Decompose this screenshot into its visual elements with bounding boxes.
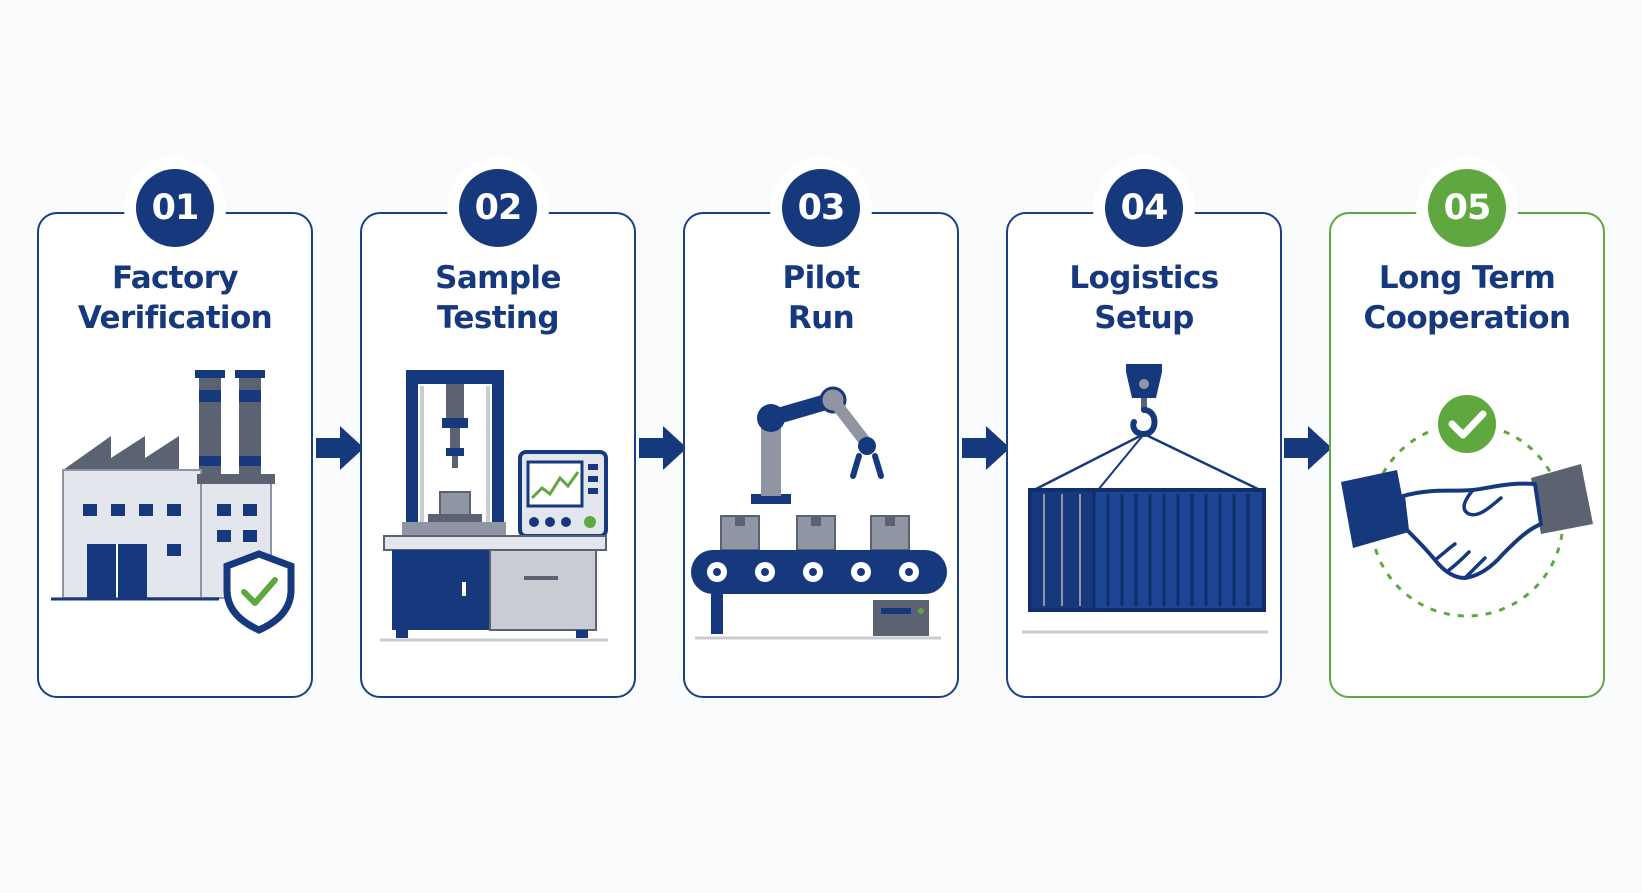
step-number-badge: 02 <box>459 169 537 247</box>
crane-container-icon <box>1022 364 1268 634</box>
factory-shield-icon <box>51 370 295 634</box>
step-title: Pilot Run <box>685 258 957 338</box>
next-step-arrow-icon <box>639 426 687 470</box>
step-number: 04 <box>1120 188 1169 228</box>
step-title: Sample Testing <box>362 258 634 338</box>
step-number-badge: 04 <box>1105 169 1183 247</box>
testing-machine-icon <box>380 370 608 642</box>
step-card-logistics-setup: 04 Logistics Setup <box>1006 169 1282 698</box>
step-title-line: Cooperation <box>1363 300 1572 336</box>
step-number: 02 <box>474 188 523 228</box>
step-number: 01 <box>151 188 200 228</box>
step-title-line: Long Term <box>1378 260 1556 296</box>
step-title-line: Setup <box>1094 300 1194 336</box>
step-number-badge: 05 <box>1428 169 1506 247</box>
next-step-arrow-icon <box>962 426 1010 470</box>
step-card-pilot-run: 03 Pilot Run <box>683 169 959 698</box>
step-title-line: Testing <box>436 300 560 336</box>
next-step-arrow-icon <box>316 426 364 470</box>
step-number: 05 <box>1443 188 1492 228</box>
step-title-line: Logistics <box>1069 260 1219 296</box>
step-title: Factory Verification <box>39 258 311 338</box>
robot-arm-conveyor-icon <box>691 386 947 640</box>
step-card-factory-verification: 01 Factory Verification <box>37 169 313 698</box>
step-title-line: Pilot <box>782 260 860 296</box>
step-title-line: Verification <box>77 300 273 336</box>
step-title-line: Sample <box>435 260 561 296</box>
step-title-line: Run <box>787 300 855 336</box>
step-number-badge: 01 <box>136 169 214 247</box>
step-title-line: Factory <box>111 260 239 296</box>
step-title: Long Term Cooperation <box>1331 258 1603 338</box>
step-card-long-term-cooperation: 05 Long Term Cooperation <box>1329 169 1605 698</box>
step-number-badge: 03 <box>782 169 860 247</box>
handshake-check-icon <box>1341 389 1593 618</box>
next-step-arrow-icon <box>1284 426 1332 470</box>
step-card-sample-testing: 02 Sample Testing <box>360 169 636 698</box>
step-number: 03 <box>797 188 846 228</box>
step-title: Logistics Setup <box>1008 258 1280 338</box>
